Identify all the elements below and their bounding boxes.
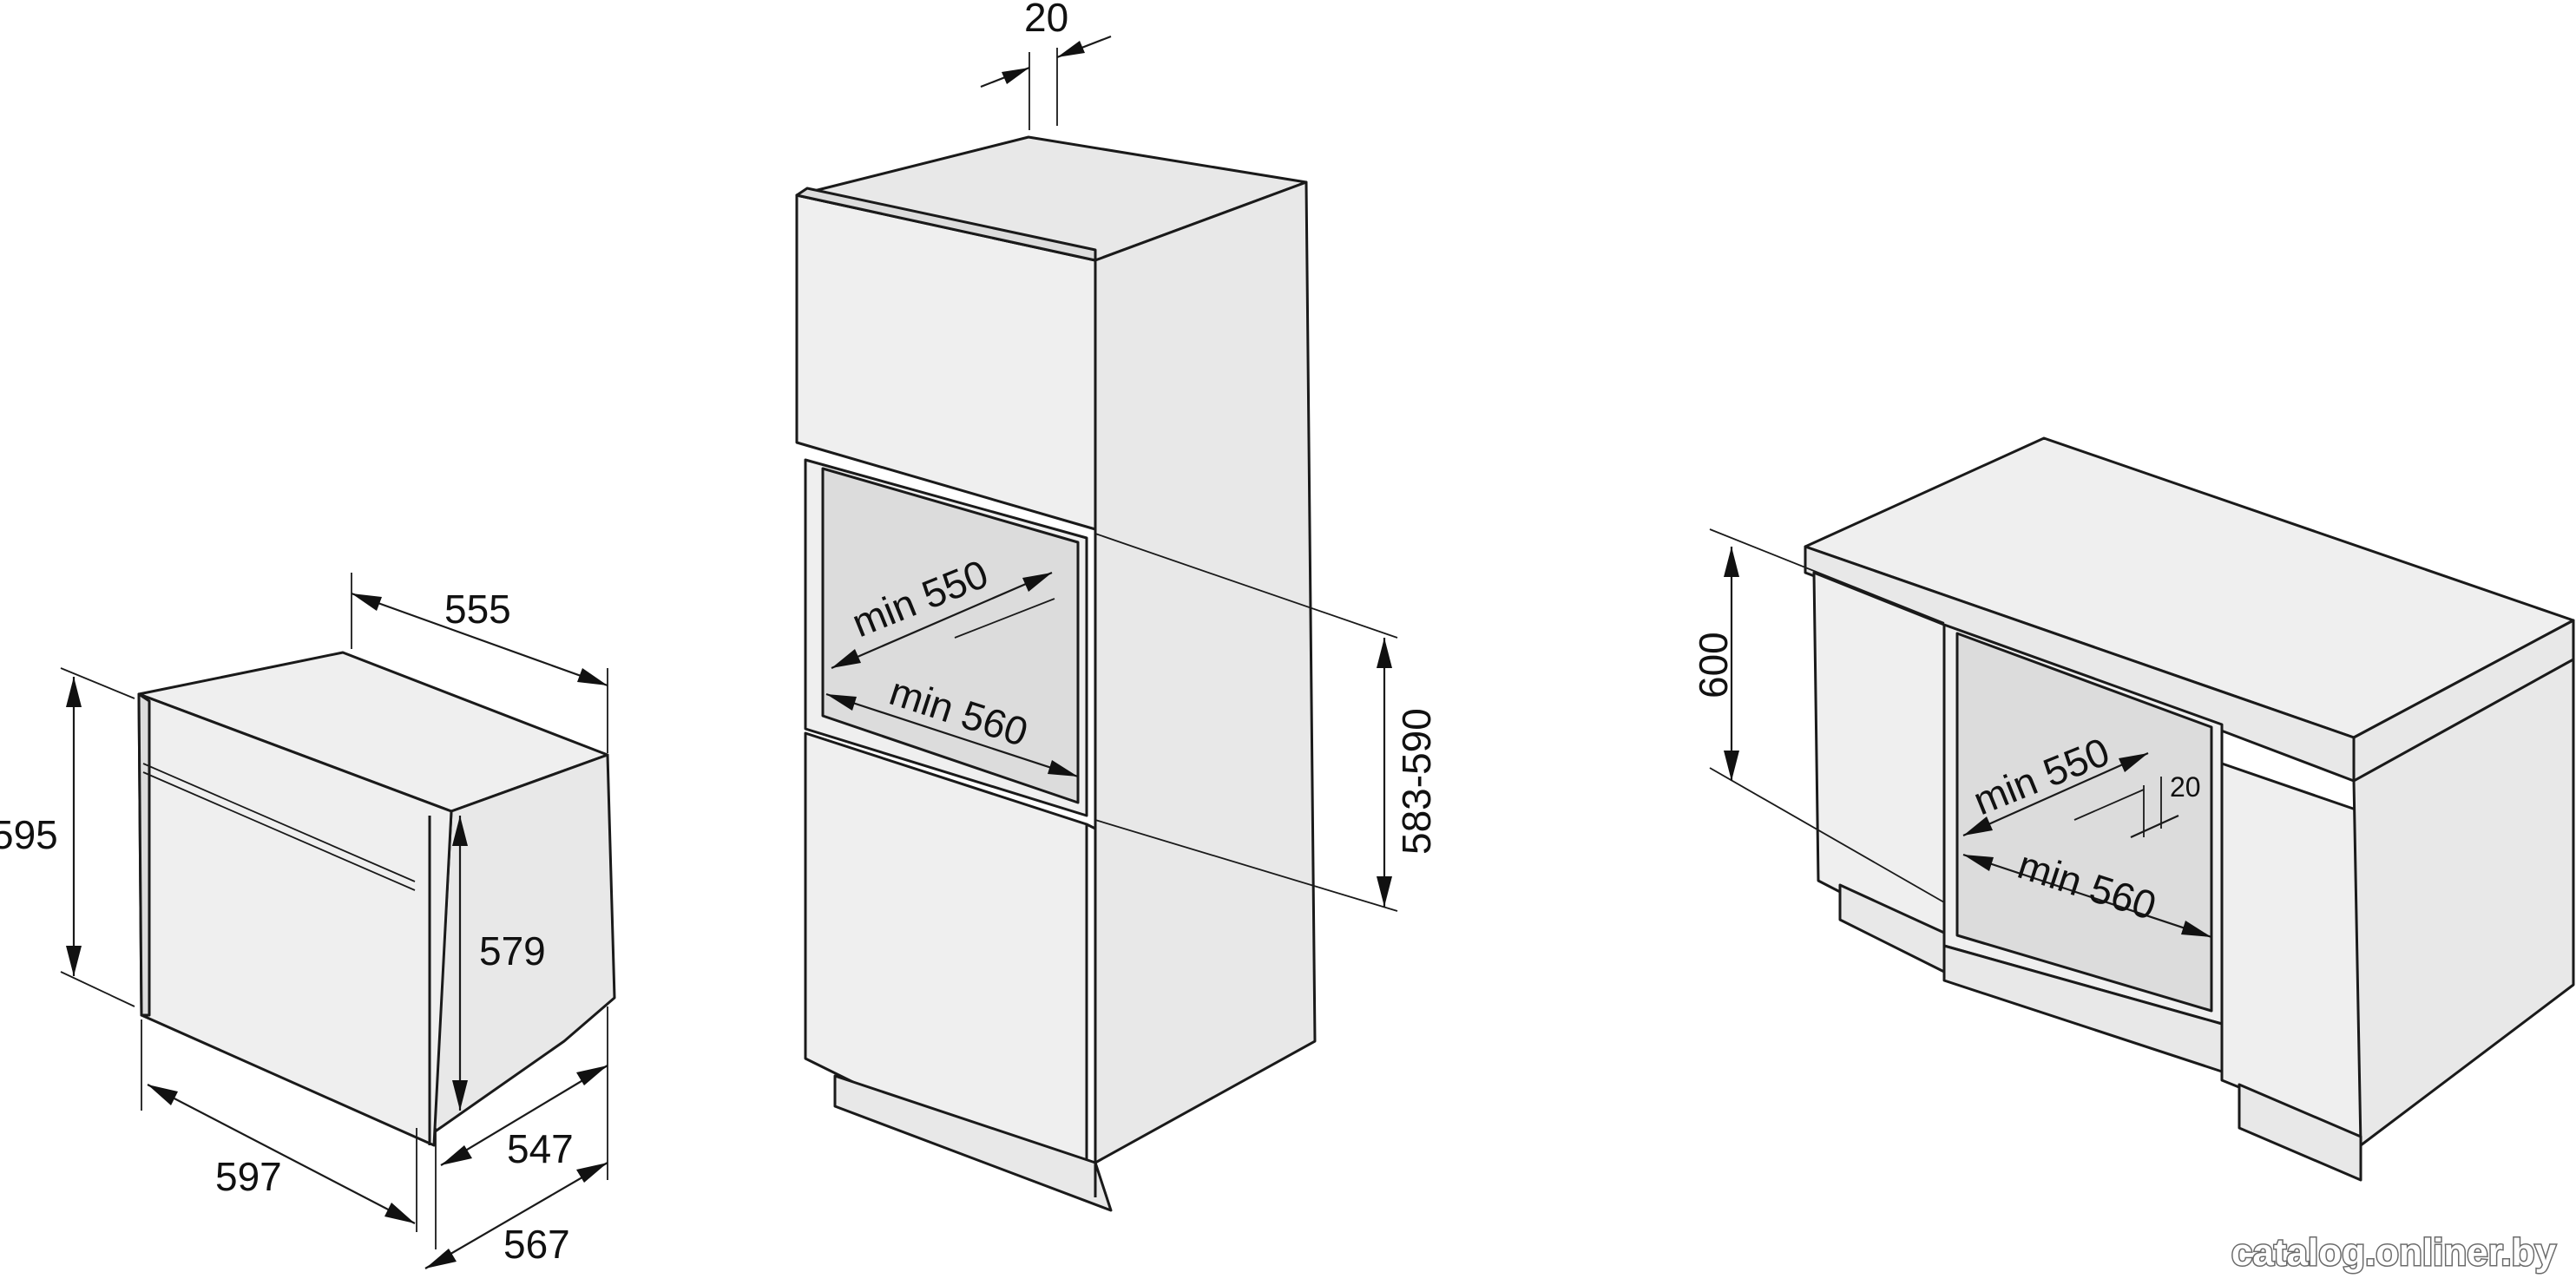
oven-handle-line (142, 771, 416, 891)
counter-right-cabinet (2220, 762, 2362, 1138)
oven-dim-body-depth: 547 (507, 1126, 574, 1171)
oven-control-strip-line (142, 763, 416, 882)
watermark: catalog.onliner.by (2231, 1231, 2557, 1274)
oven-dim-inner-height: 579 (479, 928, 546, 974)
column-niche-back-line (954, 598, 1055, 639)
oven-dimensions: 555 595 579 597 547 567 (0, 573, 608, 1269)
oven-dim-width: 597 (215, 1154, 282, 1199)
undercounter-figure (1804, 436, 2575, 1182)
oven-door-edge (137, 692, 151, 1017)
column-dim-niche-height: 583-590 (1394, 708, 1439, 855)
counter-left-cabinet (1812, 571, 1946, 947)
column-lower-right-edge (1086, 823, 1097, 1197)
oven-dim-height: 595 (0, 812, 58, 857)
column-right-side (1094, 180, 1317, 1164)
column-dim-gap-top: 20 (1024, 0, 1068, 40)
oven-dim-top-depth: 555 (444, 587, 511, 632)
column-figure (795, 135, 1317, 1212)
column-plinth (833, 1074, 1113, 1212)
counter-right-plinth (2238, 1083, 2362, 1182)
counter-niche-back-line (2073, 789, 2145, 821)
oven-figure (137, 651, 616, 1147)
counter-dim-gap: 20 (2170, 771, 2201, 803)
counter-dim-height: 600 (1691, 632, 1736, 698)
oven-dim-total-depth: 567 (503, 1222, 570, 1267)
counter-right-side (2352, 658, 2575, 1147)
column-upper-top-rim (795, 187, 1097, 262)
column-niche-interior (821, 467, 1080, 804)
